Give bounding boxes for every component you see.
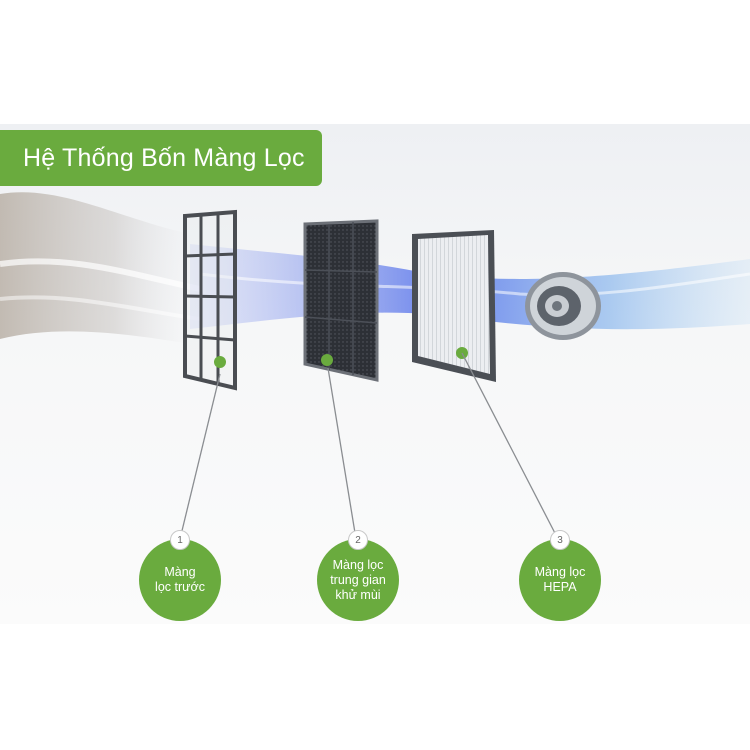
illustration-svg bbox=[0, 192, 750, 540]
connector-line-3 bbox=[461, 352, 559, 540]
title-banner: Hệ Thống Bốn Màng Lọc bbox=[0, 130, 322, 186]
dirty-air-streak bbox=[0, 258, 201, 292]
filter-label-1: Màng lọc trước bbox=[155, 565, 205, 594]
filter-callout-3: Màng lọc HEPA bbox=[519, 539, 601, 621]
connector-line-2 bbox=[327, 367, 357, 540]
filter-number-badge-1: 1 bbox=[170, 530, 190, 550]
filter-callout-1: Màng lọc trước bbox=[139, 539, 221, 621]
pre-filter bbox=[183, 209, 237, 391]
filter-illustration bbox=[0, 124, 750, 624]
filter-label-2: Màng lọc trung gian khử mùi bbox=[330, 557, 386, 602]
filter-label-3: Màng lọc HEPA bbox=[534, 565, 586, 594]
filter-number-badge-3: 3 bbox=[550, 530, 570, 550]
airflow-streak bbox=[199, 272, 750, 297]
dirty-air-streak bbox=[0, 295, 201, 321]
centrifugal-fan bbox=[525, 272, 601, 340]
hepa-filter bbox=[412, 230, 496, 382]
filter-number-badge-2: 2 bbox=[348, 530, 368, 550]
connector-line-1 bbox=[179, 373, 221, 540]
carbon-filter bbox=[303, 219, 379, 382]
page-title: Hệ Thống Bốn Màng Lọc bbox=[23, 143, 305, 172]
filter-callout-2: Màng lọc trung gian khử mùi bbox=[317, 539, 399, 621]
